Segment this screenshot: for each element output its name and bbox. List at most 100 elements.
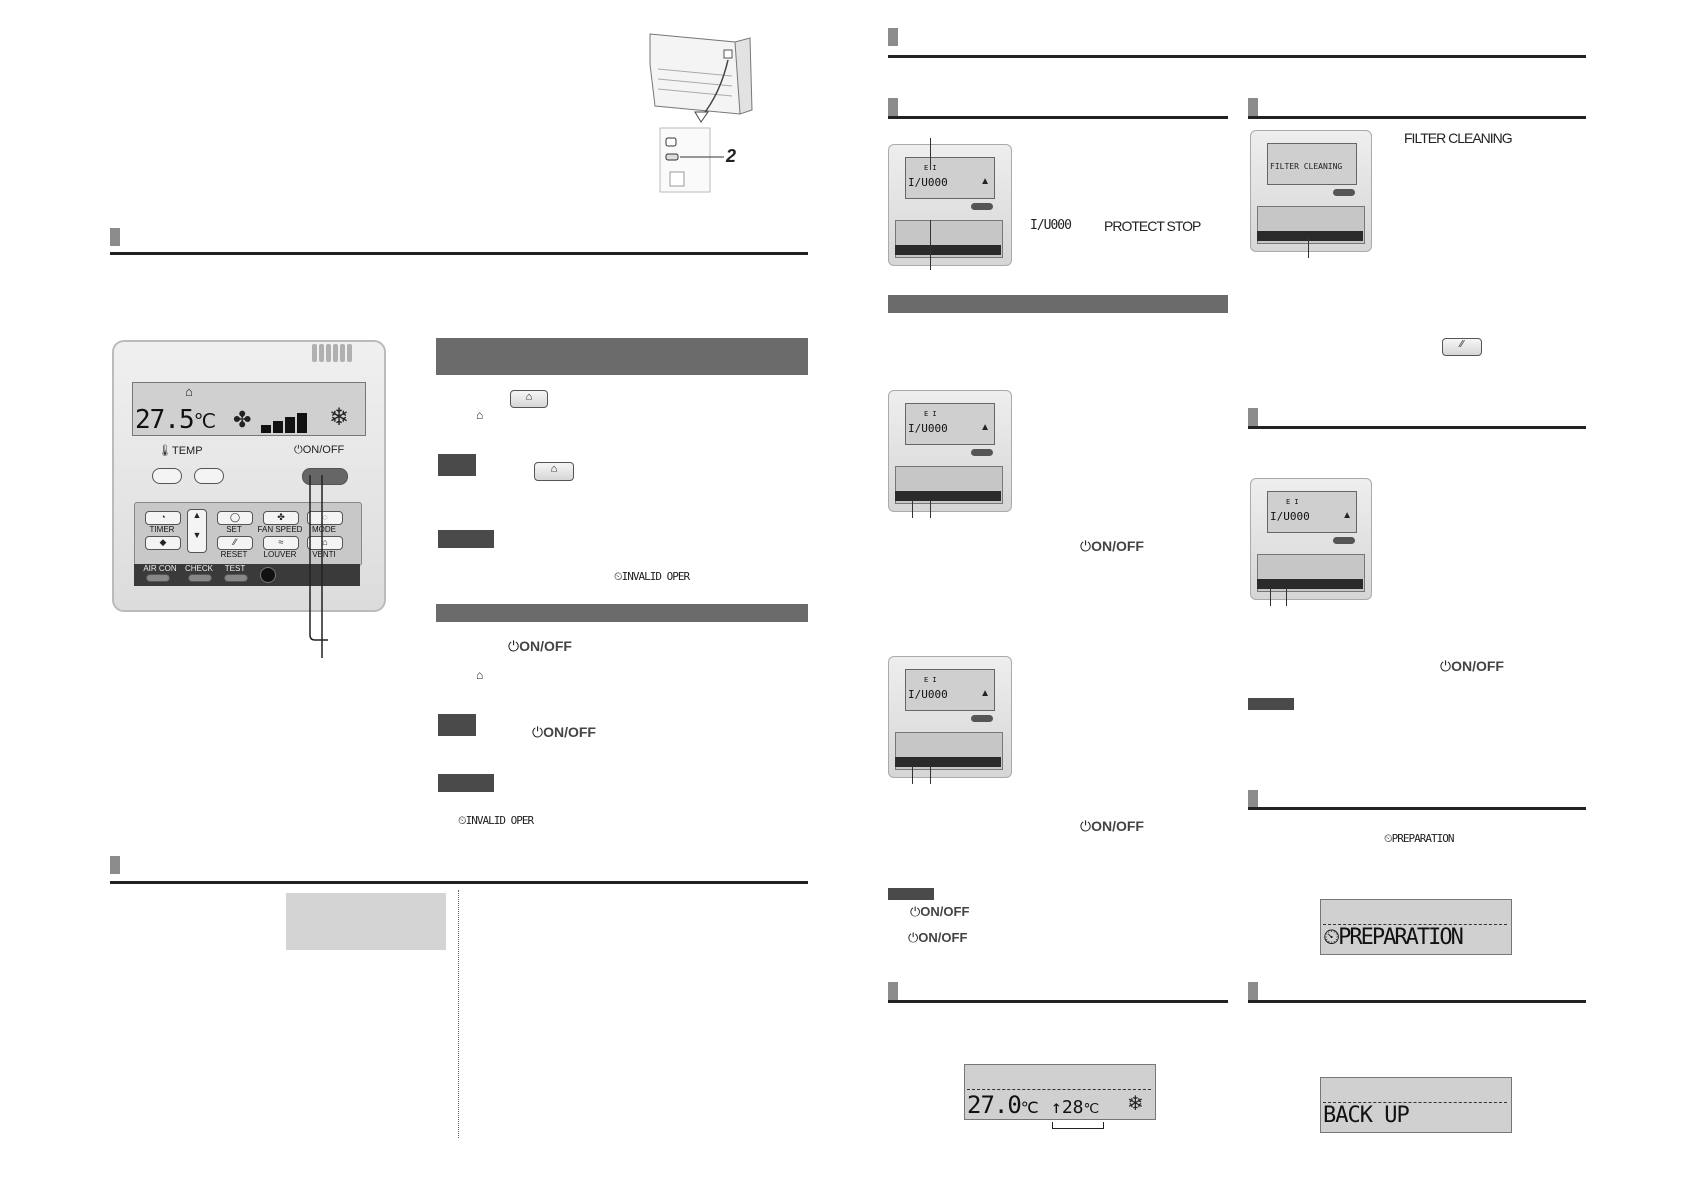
indoor-unit-illustration (649, 33, 753, 193)
temp-unit: ℃ (1083, 1101, 1100, 1117)
section-rule (1248, 116, 1586, 119)
section-rule (1248, 426, 1586, 429)
snowflake-icon: ❄ (329, 404, 350, 431)
mini-lcd-code: I/U000 (908, 422, 948, 435)
temp-up-button[interactable] (194, 468, 224, 484)
filter-cleaning-label: FILTER CLEANING (1404, 130, 1513, 146)
current-temp: 27.0 (967, 1091, 1022, 1119)
mini-lcd-small: E I (924, 410, 937, 418)
caution-tag (438, 530, 494, 548)
fan-speed-button[interactable]: ✤ (263, 511, 299, 525)
preparation-label: ⏲PREPARATION (1384, 832, 1454, 845)
callout-line (930, 766, 931, 784)
bottom-strip: AIR CON No. CHECK TEST (134, 564, 360, 586)
callout-line (1308, 236, 1309, 258)
onoff-text: ⏻ON/OFF (1080, 538, 1144, 554)
onoff-text: ⏻ON/OFF (508, 638, 572, 654)
callout-line (1286, 588, 1287, 606)
mode-label: MODE (312, 525, 336, 534)
temp-down-button[interactable] (152, 468, 182, 484)
remote-lcd: ⌂ 27.5℃ ✤ ❄ (132, 382, 366, 436)
mini-lcd-small: E I (924, 676, 937, 684)
bracket (1052, 1122, 1104, 1129)
mini-lcd-code: I/U000 (908, 176, 948, 189)
timer-button[interactable]: ◔ (145, 511, 181, 525)
venti-key-icon: ⌂ (534, 462, 574, 481)
reset-label: RESET (220, 550, 248, 559)
caution-tag (438, 774, 494, 792)
section-marker (110, 228, 120, 246)
venti-mark-icon: ⌂ (476, 408, 484, 422)
callout-line (930, 138, 931, 170)
fan-icon: ✤ (233, 407, 252, 432)
section-rule (888, 116, 1228, 119)
fan-speed-bars (259, 411, 323, 433)
venti-button[interactable]: ⌂ (307, 536, 343, 550)
mini-remote: FILTER CLEANING (1250, 130, 1372, 252)
section-marker (1248, 98, 1258, 116)
dotted-divider (458, 890, 459, 1138)
step-number: 2 (726, 146, 737, 166)
header-band (888, 295, 1228, 313)
timer-label: TIMER (149, 525, 175, 534)
up-down-button[interactable]: ▲▼ (187, 509, 207, 553)
note-tag (1248, 698, 1294, 710)
set-temp: 28 (1061, 1097, 1084, 1118)
time-down-button[interactable]: ◆ (145, 536, 181, 550)
temp-unit: ℃ (1020, 1098, 1039, 1117)
house-icon: ⌂ (185, 384, 193, 399)
onoff-label: ⏻ON/OFF (294, 444, 345, 456)
onoff-button[interactable] (302, 468, 348, 485)
speaker-grille (312, 344, 354, 367)
onoff-text: ⏻ON/OFF (1440, 658, 1504, 674)
reset-button[interactable]: ⁄⁄ (217, 536, 253, 550)
section-marker (1248, 982, 1258, 1000)
section-marker (888, 98, 898, 116)
onoff-text: ⏻ON/OFF (908, 930, 968, 945)
invalid-oper-text: ⏲INVALID OPER (458, 814, 534, 827)
callout-line (930, 220, 931, 270)
test-label: TEST (224, 564, 246, 573)
section-marker (888, 28, 898, 46)
section-marker (110, 856, 120, 874)
callout-line (1270, 588, 1271, 606)
test-button[interactable] (224, 574, 248, 582)
check-button[interactable] (188, 574, 212, 582)
set-button[interactable]: ◯ (217, 511, 253, 525)
sensor-icon (260, 567, 276, 583)
section-marker (1248, 408, 1258, 426)
mini-lcd-code: I/U000 (1270, 510, 1310, 523)
temperature-lcd: 27.0℃ ↑28℃ ❄ (964, 1064, 1156, 1120)
backup-display: BACK UP (1323, 1103, 1410, 1128)
callout-line (930, 500, 931, 518)
set-label: SET (226, 525, 242, 534)
button-panel: ◔ TIMER ◆ ▲▼ ◯ SET ⁄⁄ RESET ✤ FAN SPEED … (134, 502, 362, 566)
onoff-text: ⏻ON/OFF (910, 904, 970, 919)
section-rule (1248, 807, 1586, 810)
lcd-temperature: 27.5 (135, 405, 195, 435)
onoff-text: ⏻ON/OFF (532, 724, 596, 740)
preparation-lcd: ⏲PREPARATION (1320, 899, 1512, 955)
louver-button[interactable]: ≈ (263, 536, 299, 550)
air-con-no-button[interactable] (146, 574, 170, 582)
header-band (436, 338, 808, 375)
callout-line (912, 500, 913, 518)
note-tag (888, 888, 934, 900)
section-rule (1248, 1000, 1586, 1003)
shaded-box (286, 893, 446, 950)
filter-display: FILTER CLEANING (1270, 162, 1343, 171)
note-tag (438, 454, 476, 476)
onoff-text: ⏻ON/OFF (1080, 818, 1144, 834)
section-marker (1248, 790, 1258, 808)
callout-line (912, 766, 913, 784)
snowflake-icon: ❄ (1127, 1093, 1144, 1115)
mini-lcd-small: E I (1286, 498, 1299, 506)
mini-lcd-code: I/U000 (908, 688, 948, 701)
header-band (436, 604, 808, 622)
venti-label: VENTI (312, 550, 336, 559)
mode-button[interactable]: ◌ (307, 511, 343, 525)
